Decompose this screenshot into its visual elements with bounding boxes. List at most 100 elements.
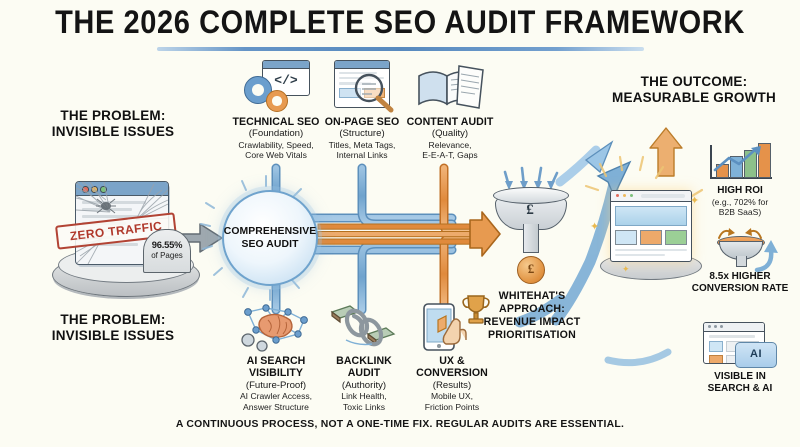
- pillar-on-page-seo-title: ON-PAGE SEO: [324, 116, 400, 128]
- pillar-ux-desc1: Mobile UX,: [430, 391, 474, 402]
- funnel-arrow-icon: [713, 228, 778, 272]
- revenue-funnel-illustration: £ £: [492, 178, 569, 288]
- pillar-content-audit-sub: (Quality): [431, 128, 469, 140]
- problem-heading-bottom-line2: INVISIBLE ISSUES: [51, 328, 175, 344]
- tombstone-label: of Pages: [151, 251, 183, 260]
- pillar-backlink-sub: (Authority): [341, 379, 387, 391]
- pillar-ai-search-visibility[interactable]: AI SEARCH VISIBILITY (Future-Proof) AI C…: [222, 302, 330, 412]
- hub-label: COMPREHENSIVE SEO AUDIT: [222, 190, 318, 286]
- pillar-content-audit-desc2: E-E-A-T, Gaps: [422, 150, 478, 161]
- pillar-ai-search-title1: AI SEARCH: [246, 355, 306, 367]
- pillar-ai-search-desc1: AI Crawler Access,: [239, 391, 313, 402]
- pillar-ai-search-title2: VISIBILITY: [248, 367, 304, 380]
- result-high-roi-title: HIGH ROI: [717, 185, 763, 196]
- magnifier-page-icon: [332, 60, 394, 113]
- window-minimize-dot: [91, 186, 98, 193]
- gear-small-icon: [266, 90, 288, 112]
- pillar-ai-search-desc2: Answer Structure: [243, 401, 309, 412]
- neural-brain-icon: [236, 302, 316, 352]
- dashboard-card-row: [615, 230, 687, 245]
- pillar-backlink-desc1: Link Health,: [341, 391, 387, 402]
- browser-titlebar: [76, 182, 168, 196]
- dashboard-window: [610, 190, 692, 262]
- problem-heading-bottom: THE PROBLEM: INVISIBLE ISSUES: [28, 312, 198, 345]
- pillar-ux-title1: UX &: [439, 355, 465, 367]
- dashboard-titlebar: [611, 191, 691, 202]
- bar-chart-up-icon: [704, 142, 776, 182]
- result-conversion-title1: 8.5x HIGHER: [709, 271, 771, 282]
- dashboard-hero-panel: [615, 206, 687, 226]
- result-high-roi-sub2: B2B SaaS): [718, 207, 762, 218]
- pillar-content-audit[interactable]: CONTENT AUDIT (Quality) Relevance, E-E-A…: [398, 60, 502, 161]
- tombstone: 96.55% of Pages: [143, 229, 191, 273]
- pillar-ux-desc2: Friction Points: [424, 401, 480, 412]
- result-visible-search-ai[interactable]: AI VISIBLE IN SEARCH & AI: [680, 322, 800, 395]
- sparkle-icon: ✦: [590, 221, 600, 233]
- pillar-backlink-audit[interactable]: BACKLINK AUDIT (Authority) Link Health, …: [316, 302, 412, 412]
- pillar-backlink-desc2: Toxic Links: [342, 401, 386, 412]
- funnel-currency-symbol: £: [526, 202, 534, 218]
- pillar-on-page-seo-desc2: Internal Links: [336, 150, 388, 161]
- result-high-roi[interactable]: HIGH ROI (e.g., 702% for B2B SaaS): [680, 142, 800, 217]
- page-header: THE 2026 COMPLETE SEO AUDIT FRAMEWORK: [0, 5, 800, 52]
- chain-link-icon: [328, 302, 400, 352]
- page-title: THE 2026 COMPLETE SEO AUDIT FRAMEWORK: [55, 5, 745, 41]
- mobile-tap-icon: [416, 302, 488, 352]
- window-close-dot: [82, 186, 89, 193]
- pillar-content-audit-title: CONTENT AUDIT: [406, 116, 494, 128]
- pillar-content-audit-desc1: Relevance,: [428, 139, 472, 150]
- tombstone-value: 96.55%: [151, 239, 183, 250]
- trophy-icon: [462, 295, 490, 324]
- whitehat-line1: WHITEHAT'S: [498, 290, 566, 302]
- pillar-on-page-seo-sub: (Structure): [339, 128, 385, 140]
- hub-label-line1: COMPREHENSIVE: [223, 226, 317, 237]
- pillar-technical-seo-title: TECHNICAL SEO: [232, 116, 320, 128]
- result-high-roi-sub1: (e.g., 702% for: [711, 196, 769, 207]
- pillar-ux-title2: CONVERSION: [416, 367, 488, 380]
- problem-heading-top-line2: INVISIBLE ISSUES: [51, 124, 175, 140]
- hub-label-line2: SEO AUDIT: [241, 239, 299, 250]
- gears-code-icon: </>: [244, 60, 310, 112]
- pillar-backlink-title1: BACKLINK: [336, 355, 392, 367]
- pillar-technical-seo[interactable]: </> TECHNICAL SEO (Foundation) Crawlabil…: [222, 60, 330, 161]
- outcome-heading-line2: MEASURABLE GROWTH: [612, 90, 776, 106]
- result-conversion-rate[interactable]: 8.5x HIGHER CONVERSION RATE: [680, 228, 800, 295]
- comprehensive-seo-audit-hub: COMPREHENSIVE SEO AUDIT: [222, 190, 318, 286]
- funnel-rim: [493, 187, 569, 204]
- problem-heading-top: THE PROBLEM: INVISIBLE ISSUES: [28, 108, 198, 141]
- pillar-technical-seo-desc2: Core Web Vitals: [245, 150, 307, 161]
- pillar-backlink-title2: AUDIT: [347, 367, 381, 380]
- outcome-heading: THE OUTCOME: MEASURABLE GROWTH: [588, 74, 800, 107]
- result-visible-title2: SEARCH & AI: [707, 382, 773, 394]
- problem-illustration: ZERO TRAFFIC 96.55% of Pages: [50, 175, 200, 300]
- pillar-on-page-seo[interactable]: ON-PAGE SEO (Structure) Titles, Meta Tag…: [310, 60, 414, 161]
- result-visible-title1: VISIBLE IN: [714, 371, 766, 382]
- result-conversion-title2: CONVERSION RATE: [691, 282, 789, 294]
- browser-ai-chat-icon: AI: [703, 322, 777, 368]
- funnel-in-arrows-icon: [718, 228, 762, 239]
- conversion-up-arrow-icon: [754, 240, 778, 272]
- whitehat-line4: PRIORITISATION: [488, 328, 576, 341]
- title-underline: [156, 47, 644, 52]
- problem-heading-top-line1: THE PROBLEM:: [60, 108, 166, 123]
- footer-caption: A CONTINUOUS PROCESS, NOT A ONE-TIME FIX…: [175, 419, 625, 430]
- whitehat-line3: REVENUE IMPACT: [483, 315, 581, 328]
- problem-heading-bottom-line1: THE PROBLEM:: [60, 312, 166, 327]
- ai-badge: AI: [735, 342, 777, 368]
- pillar-technical-seo-desc1: Crawlability, Speed,: [238, 139, 314, 150]
- pillar-ux-conversion[interactable]: UX & CONVERSION (Results) Mobile UX, Fri…: [400, 302, 504, 412]
- hub-ring: [222, 190, 318, 286]
- whitehat-line2: APPROACH:: [499, 302, 565, 315]
- pillar-ux-sub: (Results): [432, 379, 472, 391]
- outcome-heading-line1: THE OUTCOME:: [640, 74, 748, 89]
- pillar-technical-seo-sub: (Foundation): [248, 128, 304, 140]
- pillar-on-page-seo-desc1: Titles, Meta Tags,: [328, 139, 396, 150]
- funnel-neck: [523, 224, 539, 253]
- growth-dashboard-illustration: ✦ ✦ ✦: [590, 190, 702, 280]
- trend-arrow-icon: [713, 146, 761, 172]
- sparkle-icon: ✦: [690, 195, 700, 207]
- sparkle-icon: ✦: [622, 264, 630, 274]
- whitehat-approach-label: WHITEHAT'S APPROACH: REVENUE IMPACT PRIO…: [476, 290, 588, 342]
- open-book-scroll-icon: [415, 60, 485, 112]
- pillar-ai-search-sub: (Future-Proof): [245, 379, 307, 391]
